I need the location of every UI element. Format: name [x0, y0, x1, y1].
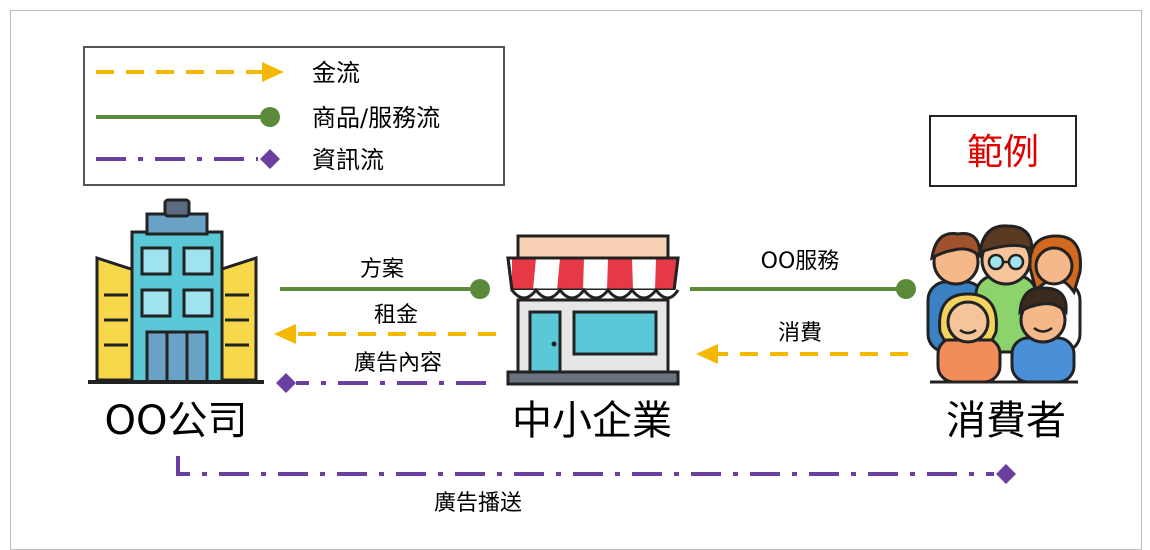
flow-consumption-arrowhead: [696, 344, 718, 364]
flow-diagram: 金流 商品/服務流 資訊流 範例: [83, 46, 1082, 516]
legend-money-arrowhead: [262, 62, 284, 82]
flow-rent: 租金: [274, 303, 496, 344]
flow-solution: 方案: [280, 257, 490, 299]
legend: 金流 商品/服務流 資訊流: [83, 46, 505, 186]
flow-ad-content-diamond: [276, 373, 296, 393]
legend-goods-label: 商品/服務流: [312, 104, 440, 132]
office-building-icon: [88, 198, 264, 384]
flow-ad-broadcast-label: 廣告播送: [434, 491, 522, 516]
legend-info-label: 資訊流: [312, 146, 384, 174]
example-box: 範例: [929, 115, 1077, 187]
flow-ad-broadcast-line: [176, 456, 994, 476]
flow-ad-broadcast: 廣告播送: [176, 456, 1016, 516]
flow-consumption-label: 消費: [778, 321, 822, 346]
legend-goods-dot: [260, 107, 280, 127]
sme-label: 中小企業: [512, 398, 672, 444]
flow-oo-service-label: OO服務: [761, 249, 840, 274]
example-label: 範例: [967, 132, 1039, 173]
flow-oo-service-dot: [896, 279, 916, 299]
consumers-label: 消費者: [946, 398, 1066, 444]
legend-info-diamond: [260, 149, 280, 169]
flow-solution-label: 方案: [360, 257, 404, 282]
flow-solution-dot: [470, 279, 490, 299]
company-label: OO公司: [105, 398, 248, 444]
flow-rent-label: 租金: [374, 303, 418, 328]
flow-oo-service: OO服務: [690, 249, 916, 299]
legend-money-row: 金流: [96, 59, 360, 87]
consumer-group-icon: [926, 224, 1082, 384]
legend-money-label: 金流: [312, 59, 360, 87]
flow-ad-content: 廣告內容: [276, 351, 486, 393]
flow-rent-arrowhead: [274, 324, 296, 344]
flow-ad-broadcast-diamond: [996, 464, 1016, 484]
flow-ad-content-label: 廣告內容: [354, 351, 442, 376]
example-box-frame: [929, 115, 1077, 187]
flow-consumption: 消費: [696, 321, 908, 364]
legend-goods-row: 商品/服務流: [96, 104, 440, 132]
storefront-icon: [506, 234, 680, 386]
legend-info-row: 資訊流: [96, 146, 384, 174]
